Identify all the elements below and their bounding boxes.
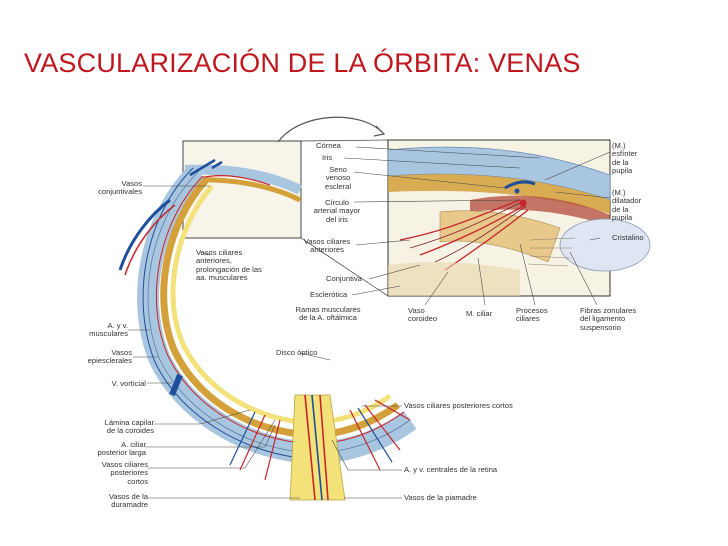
label-a-v-musculares: A. y v. musculares <box>89 321 128 339</box>
label-ramas-musculares: Ramas musculares de la A. oftálmica <box>295 305 361 323</box>
label-vasos-conjuntivales: Vasos conjuntivales <box>98 179 142 197</box>
label-m-ciliar: M. ciliar <box>466 309 493 318</box>
label-conjuntiva: Conjuntiva <box>326 274 362 283</box>
label-seno-venoso: Seno venoso escleral <box>324 165 352 191</box>
label-fibras-zonulares: Fibras zonulares del ligamento suspensor… <box>580 306 637 332</box>
label-lamina-capilar: Lámina capilar de la coroides <box>104 418 154 436</box>
label-vasos-duramadre: Vasos de la duramadre <box>108 492 148 510</box>
label-esclerotica: Esclerótica <box>310 290 348 299</box>
label-cornea: Córnea <box>316 141 341 150</box>
label-cristalino: Cristalino <box>612 233 644 242</box>
label-a-ciliar-posterior: A. ciliar posterior larga <box>97 440 146 458</box>
label-vasos-ciliares-anteriores: Vasos ciliares anteriores <box>303 237 351 255</box>
label-circulo-arterial: Círculo arterial mayor del iris <box>313 198 361 224</box>
label-v-vorticial: V. vorticial <box>111 379 146 388</box>
slide-title: VASCULARIZACIÓN DE LA ÓRBITA: VENAS <box>24 48 581 78</box>
leader-lines <box>128 146 611 499</box>
label-centrales-retina: A. y v. centrales de la retina <box>404 465 498 474</box>
globe-cross-section <box>118 158 417 501</box>
label-vasos-piamadre: Vasos de la piamadre <box>404 493 477 502</box>
label-esfinter-pupila: (M.) esfínter de la pupila <box>612 141 638 176</box>
label-vasos-ciliares-posteriores: Vasos ciliares posteriores cortos <box>101 460 148 486</box>
magnified-anterior-segment <box>387 139 651 297</box>
label-vasos-ciliares-posteriores-cortos: Vasos ciliares posteriores cortos <box>404 401 513 410</box>
label-iris: Iris <box>322 153 333 162</box>
label-vasos-ciliares-prolongacion: Vasos ciliares anteriores, prolongación … <box>196 248 262 283</box>
label-procesos-ciliares: Procesos ciliares <box>516 306 548 324</box>
label-dilatador-pupila: (M.) dilatador de la pupila <box>612 188 642 223</box>
label-vaso-coroideo: Vaso coroideo <box>408 306 438 324</box>
label-disco-optico: Disco óptico <box>276 348 318 357</box>
label-vasos-episclerales: Vasos epiesclerales <box>87 348 132 366</box>
